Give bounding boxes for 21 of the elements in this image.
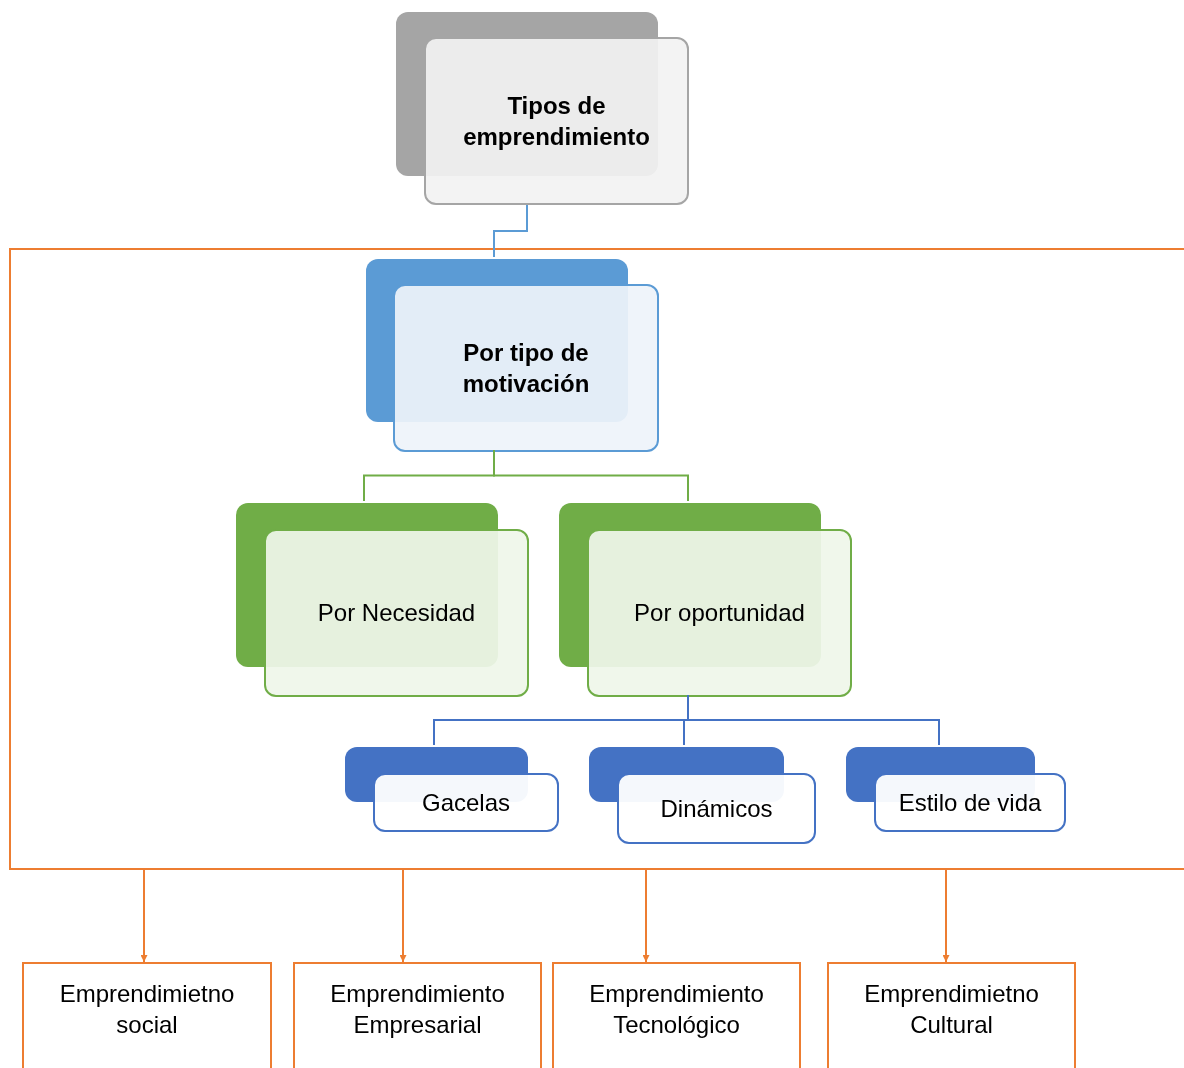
node-text: Emprendimietno Cultural (863, 979, 1040, 1041)
node-text: Por Necesidad (317, 598, 476, 629)
node-text: Tipos de emprendimiento (462, 90, 651, 152)
node-text: Emprendimietno social (58, 979, 236, 1041)
node-text: Por tipo de motivación (461, 337, 591, 399)
node-text: Dinámicos (660, 793, 773, 824)
node-text: Gacelas (421, 787, 510, 818)
node-text: Por oportunidad (634, 598, 805, 629)
connector-line (493, 204, 528, 258)
node-text: Emprendimiento Empresarial (329, 979, 506, 1041)
node-text: Emprendimiento Tecnológico (588, 979, 765, 1041)
category-box (293, 962, 542, 1068)
arrow (942, 869, 950, 963)
category-box (827, 962, 1076, 1068)
group-frame (9, 248, 1184, 870)
arrow (140, 869, 148, 963)
arrow (399, 869, 407, 963)
node-text: Estilo de vida (898, 787, 1042, 818)
arrow (642, 869, 650, 963)
category-box (552, 962, 801, 1068)
category-box (22, 962, 272, 1068)
